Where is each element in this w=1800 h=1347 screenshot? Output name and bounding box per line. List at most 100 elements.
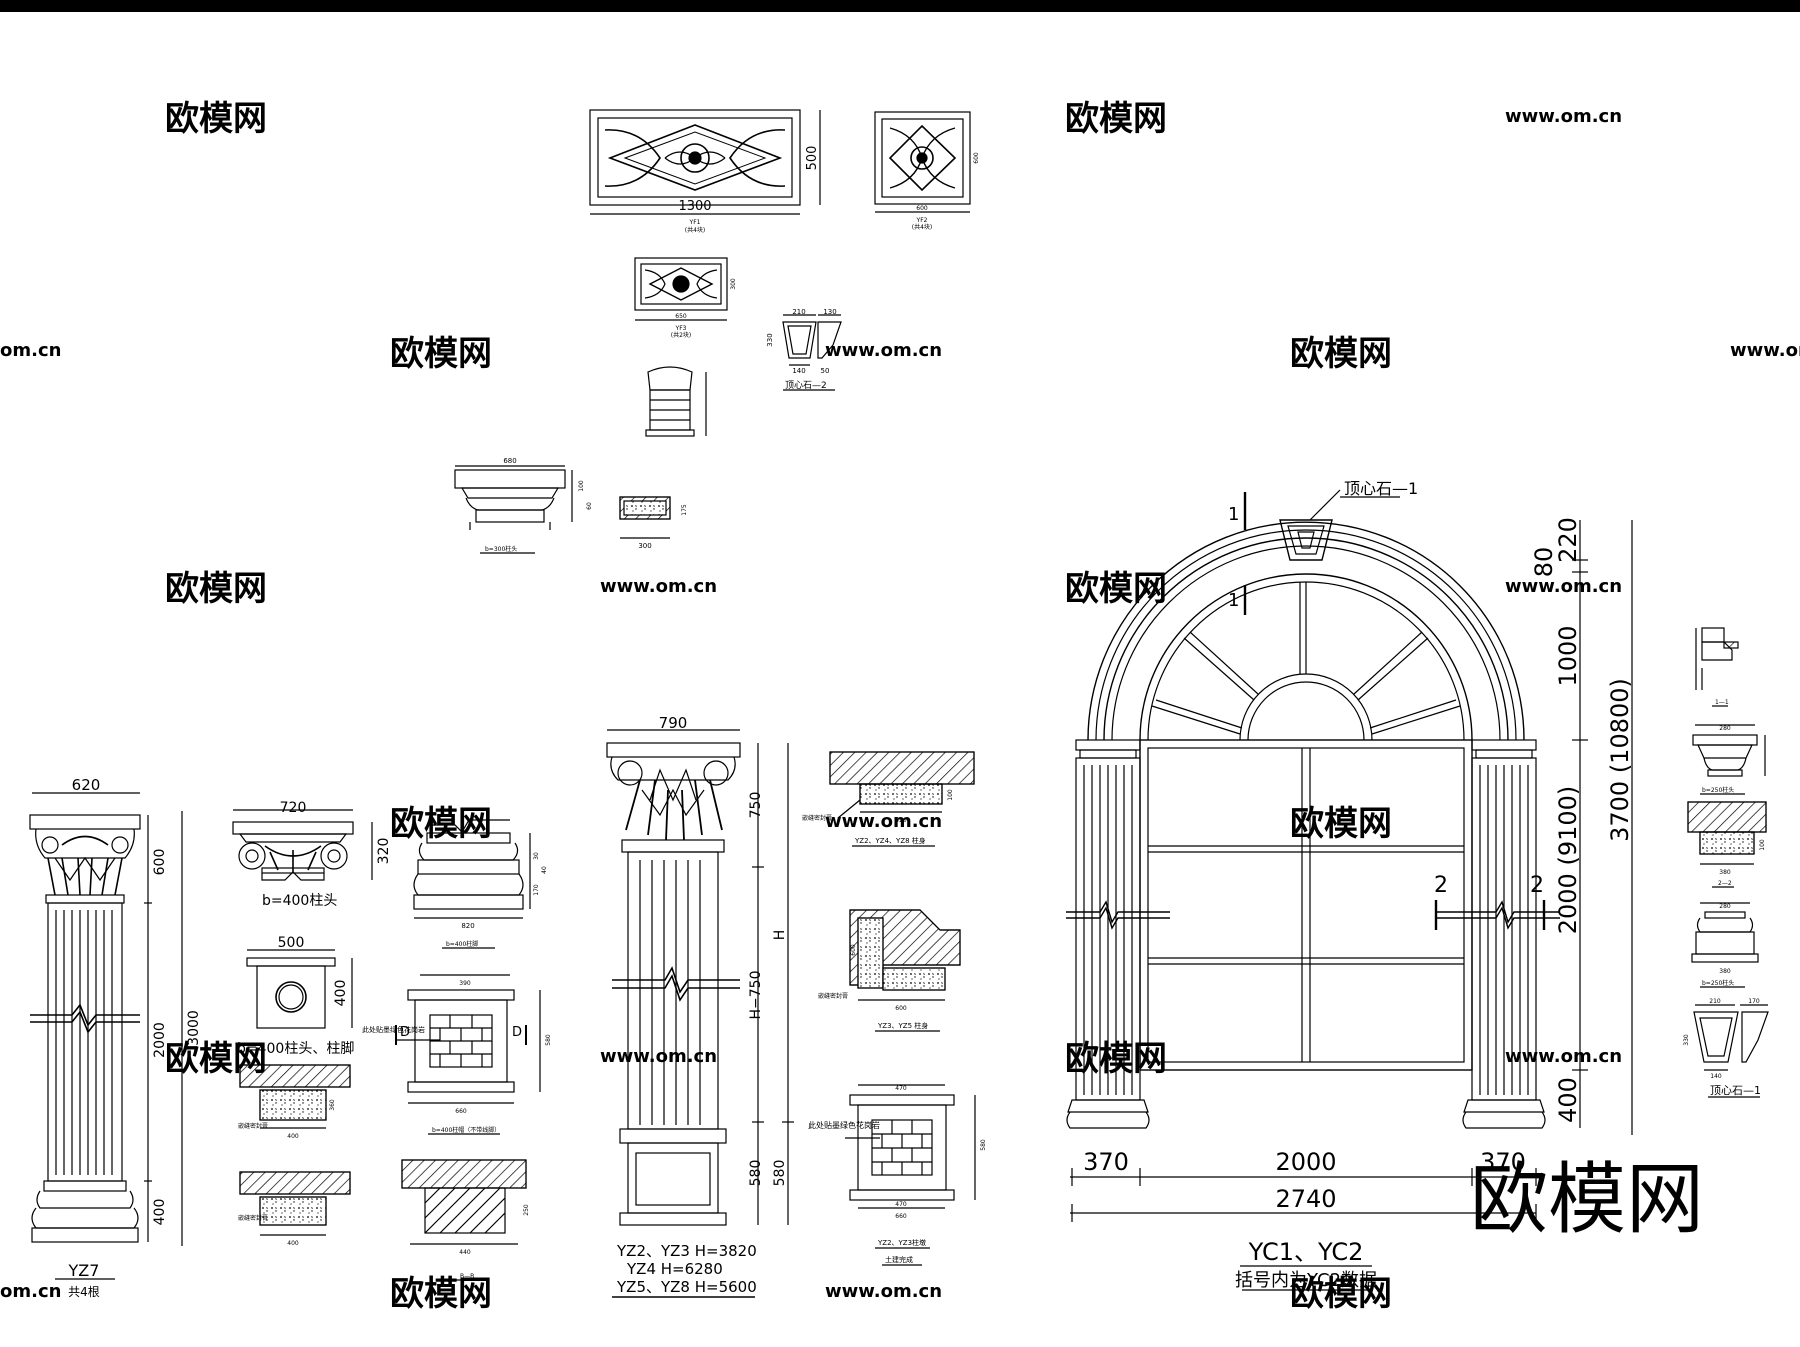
svg-text:2: 2 (1530, 873, 1544, 898)
svg-text:1: 1 (1228, 504, 1239, 525)
svg-text:2000 (9100): 2000 (9100) (1554, 786, 1582, 935)
svg-text:210: 210 (792, 308, 805, 316)
svg-text:750: 750 (748, 792, 764, 819)
svg-text:175: 175 (681, 504, 688, 516)
panel-yf3: 650 300 YF3 (共2块) (634, 257, 737, 339)
arched-window-yc1-yc2: 顶心石—1 1 1 (1066, 479, 1634, 1291)
label-yz35: YZ3、YZ5 柱身 (877, 1021, 928, 1030)
svg-text:1000: 1000 (1554, 625, 1582, 686)
svg-text:140: 140 (1710, 1073, 1722, 1080)
svg-text:380: 380 (1719, 869, 1731, 876)
label-keystone-1: 顶心石—1 (1344, 479, 1418, 498)
watermark-brand: 欧模网 (165, 99, 267, 139)
label-b400-base: b=400柱头、柱脚 (237, 1041, 354, 1057)
svg-text:520: 520 (895, 817, 907, 824)
svg-text:720: 720 (280, 800, 307, 816)
svg-text:140: 140 (792, 367, 805, 375)
svg-text:580: 580 (980, 1139, 987, 1151)
svg-text:500: 500 (278, 935, 305, 951)
dim-panel-width: 650 (675, 313, 687, 320)
watermark-brand: 欧模网 (390, 334, 492, 374)
svg-text:470: 470 (895, 1085, 907, 1092)
watermark-url: www.om.cn (1730, 340, 1800, 361)
svg-text:30: 30 (533, 852, 540, 860)
svg-text:b=400柱帽（不带线脚）: b=400柱帽（不带线脚） (432, 1126, 500, 1134)
svg-text:括号内为YC2数据: 括号内为YC2数据 (1235, 1270, 1377, 1291)
panel-yf2: 600 600 YF2 (共4块) (874, 111, 980, 231)
watermark-url: om.cn (0, 1281, 61, 1302)
svg-text:660: 660 (455, 1108, 467, 1115)
svg-text:1—1: 1—1 (1715, 699, 1729, 706)
base-b400-detail: 500 400 b=400柱头、柱脚 (237, 935, 354, 1057)
watermark-brand: 欧模网 (1065, 569, 1167, 609)
svg-text:此处贴墨绿色花岗岩: 此处贴墨绿色花岗岩 (362, 1025, 425, 1034)
svg-text:600: 600 (152, 849, 168, 876)
svg-text:440: 440 (459, 1249, 471, 1256)
small-capital-detail (645, 366, 707, 437)
watermark-url: www.om.cn (1505, 106, 1622, 127)
panel-yf1: 1300 500 YF1 (共4块) (589, 109, 821, 234)
dim-panel-width: 600 (916, 205, 928, 212)
svg-text:嵌缝密封膏: 嵌缝密封膏 (818, 992, 848, 1000)
label-b400-capital: b=400柱头 (262, 893, 337, 909)
svg-text:380: 380 (1719, 968, 1731, 975)
svg-text:320: 320 (376, 838, 392, 865)
watermark-brand: 欧模网 (1065, 99, 1167, 139)
panel-tag-count: (共4块) (912, 223, 933, 231)
svg-text:280: 280 (1719, 725, 1731, 732)
dim-panel-height: 500 (805, 146, 820, 171)
svg-text:220: 220 (1554, 517, 1582, 563)
brick-section-dd: 390 660 D D 此处贴墨绿色花岗岩 580 b=400柱帽（不带线脚） (362, 974, 552, 1135)
watermark-url: www.om.cn (600, 576, 717, 597)
svg-text:YZ5、YZ8 H=5600: YZ5、YZ8 H=5600 (616, 1278, 757, 1296)
svg-text:210: 210 (1709, 998, 1721, 1005)
column-yz2: 790 750 H−750 580 H 580 YZ2、YZ3 H=3820 Y… (606, 714, 794, 1298)
dim-panel-height: 300 (730, 278, 737, 290)
dim-panel-height: 600 (973, 152, 980, 164)
svg-text:580: 580 (545, 1034, 552, 1046)
svg-text:600: 600 (895, 1005, 907, 1012)
svg-text:360: 360 (329, 1099, 336, 1111)
svg-text:D: D (400, 1025, 410, 1040)
svg-text:H: H (772, 930, 788, 941)
svg-text:嵌缝密封膏: 嵌缝密封膏 (238, 1122, 268, 1130)
svg-text:土建完成: 土建完成 (885, 1255, 913, 1264)
svg-text:b=250柱头: b=250柱头 (1702, 979, 1734, 987)
watermark-layer: 欧模网 欧模网 www.om.cn om.cn 欧模网 www.om.cn 欧模… (0, 99, 1800, 1314)
svg-text:D: D (512, 1025, 522, 1040)
section-hatch-detail-2: 400 嵌缝密封膏 (238, 1171, 351, 1247)
capital-b300-detail: 680 100 60 b=300柱头 (454, 457, 593, 554)
svg-text:390: 390 (459, 980, 471, 987)
svg-text:100: 100 (947, 789, 954, 801)
svg-text:40: 40 (541, 866, 548, 874)
panel-tag-count: (共2块) (671, 331, 692, 339)
svg-text:3700 (10800): 3700 (10800) (1606, 678, 1634, 842)
watermark-url: om.cn (0, 340, 61, 361)
label-yz248: YZ2、YZ4、YZ8 柱身 (854, 836, 926, 845)
watermark-url: www.om.cn (825, 340, 942, 361)
svg-text:400: 400 (333, 980, 349, 1007)
top-border-bar (0, 0, 1800, 12)
svg-text:b=250柱头: b=250柱头 (1702, 786, 1734, 794)
svg-text:400: 400 (152, 1199, 168, 1226)
svg-text:100: 100 (578, 480, 585, 492)
watermark-brand: 欧模网 (1290, 1274, 1392, 1314)
svg-text:嵌缝密封膏: 嵌缝密封膏 (802, 814, 832, 822)
pedestal-yz23: 470 470 660 此处贴墨绿色花岗岩 580 YZ2、YZ3柱墩 土建完成 (808, 1084, 987, 1266)
svg-text:2000: 2000 (1275, 1148, 1336, 1176)
svg-text:580: 580 (748, 1160, 764, 1187)
svg-text:580: 580 (772, 1160, 788, 1187)
svg-text:1: 1 (1228, 590, 1239, 611)
svg-text:2: 2 (1434, 873, 1448, 898)
watermark-brand: 欧模网 (1290, 334, 1392, 374)
svg-text:50: 50 (821, 367, 830, 375)
right-details-column: 1—1 280 b=250柱头 380 100 2—2 280 380 b=25… (1683, 627, 1769, 1098)
dim-yz7-top: 620 (72, 776, 101, 794)
svg-text:820: 820 (461, 922, 474, 930)
svg-text:b=300柱头: b=300柱头 (485, 545, 517, 553)
svg-text:2740: 2740 (1275, 1185, 1336, 1213)
svg-text:680: 680 (503, 457, 516, 465)
svg-text:b=400柱脚: b=400柱脚 (446, 940, 478, 948)
svg-text:600: 600 (850, 944, 857, 956)
